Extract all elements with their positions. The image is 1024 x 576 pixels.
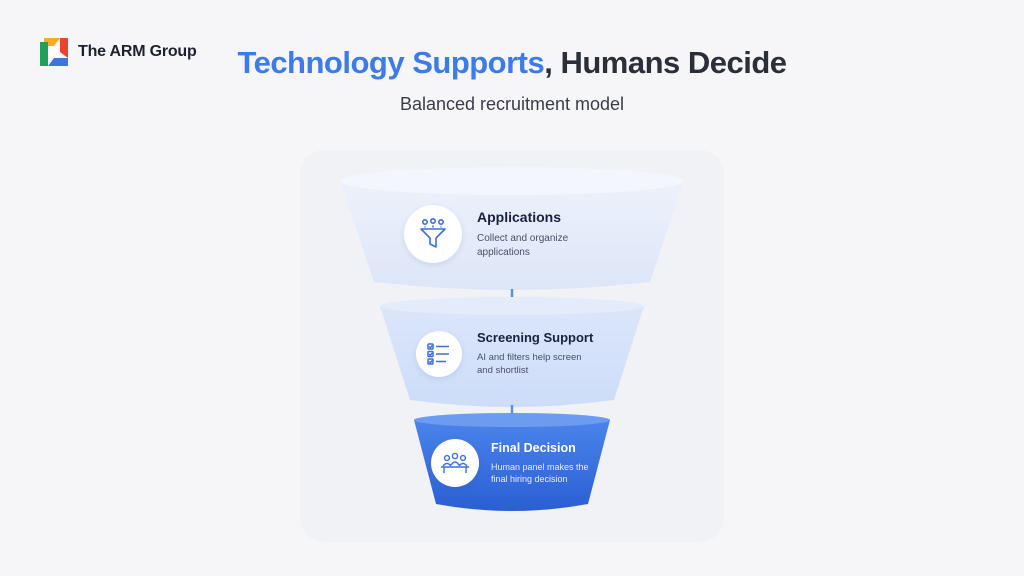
stage-description-line: applications: [477, 246, 530, 258]
title-rest: , Humans Decide: [544, 45, 787, 80]
stage-description-line: Human panel makes the: [491, 461, 589, 472]
title-accent: Technology Supports: [237, 45, 545, 80]
stage-text: Applications Collect and organize applic…: [477, 209, 568, 259]
stage-title: Screening Support: [477, 330, 594, 345]
funnel-stage-applications: Applications Collect and organize applic…: [404, 205, 568, 263]
stage-text: Final Decision Human panel makes the fin…: [491, 441, 589, 485]
stage-text: Screening Support AI and filters help sc…: [477, 330, 593, 378]
stage-title: Final Decision: [491, 440, 576, 455]
stage-description-line: final hiring decision: [491, 474, 568, 484]
page-title: Technology Supports, Humans Decide: [0, 45, 1024, 81]
brand-name: The ARM Group: [78, 43, 197, 60]
panel-people-icon: [441, 452, 469, 473]
stage-icon-circle: [431, 439, 479, 487]
stage-icon-circle: [416, 330, 462, 377]
funnel-stage-final-decision: Final Decision Human panel makes the fin…: [431, 439, 589, 487]
stage-description-line: AI and filters help screen: [477, 352, 582, 363]
stage-description: AI and filters help screen and shortlist: [477, 352, 593, 378]
page-subtitle: Balanced recruitment model: [399, 94, 625, 114]
stage-description: Collect and organize applications: [477, 232, 568, 259]
brand-logo: The ARM Group: [38, 36, 197, 68]
stage-title: Applications: [477, 209, 562, 225]
stage-description-line: Collect and organize: [477, 233, 569, 244]
funnel-stage-2-shape: [380, 297, 644, 407]
arm-group-logo-icon: [40, 38, 68, 66]
funnel-people-icon: [420, 217, 446, 248]
stage-description-line: and shortlist: [477, 364, 529, 376]
checklist-icon: [427, 343, 449, 365]
stage-description: Human panel makes the final hiring decis…: [491, 461, 589, 485]
funnel-stage-3-shape: [414, 413, 610, 511]
stage-icon-circle: [404, 205, 462, 263]
funnel-stage-screening: Screening Support AI and filters help sc…: [416, 330, 593, 378]
